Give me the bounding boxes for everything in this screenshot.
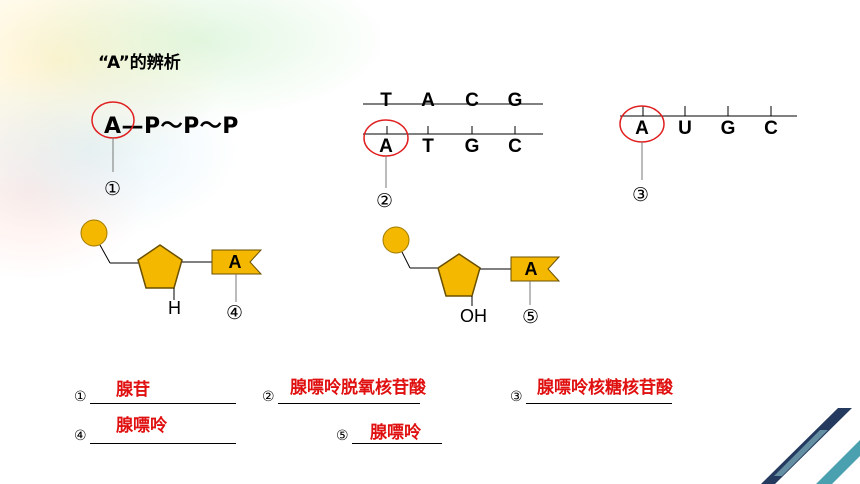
dna-bottom-base: A — [379, 136, 393, 157]
right-phosphate-bond — [401, 251, 411, 269]
marker-3: ③ — [632, 184, 650, 206]
dna-bottom-base: C — [508, 136, 522, 157]
answer-4-line — [90, 443, 236, 444]
answer-5-text: 腺嘌呤 — [370, 423, 421, 443]
dna-bottom-base: T — [422, 136, 434, 157]
answer-5-line — [352, 443, 442, 444]
atp-formula: A—P～P～P — [104, 114, 239, 139]
left-sugar-group-label: H — [168, 298, 181, 318]
answer-2-line — [278, 403, 420, 404]
question-2-number: ② — [262, 389, 275, 405]
rna-base: G — [720, 118, 736, 139]
decor-stripe-light — [774, 430, 828, 476]
marker-4: ④ — [226, 302, 244, 324]
dna-bottom-base: G — [464, 136, 480, 157]
answer-1-line — [90, 403, 236, 404]
answer-3-line — [526, 403, 672, 404]
left-base-shape — [211, 249, 263, 275]
answer-4-text: 腺嘌呤 — [116, 416, 167, 436]
left-phosphate-circle — [80, 219, 108, 247]
left-base-label: A — [228, 252, 242, 272]
right-phosphate-circle — [382, 226, 410, 254]
dna-top-base: T — [380, 90, 392, 111]
right-base-shape — [510, 256, 561, 282]
question-1-number: ① — [74, 389, 87, 405]
dna-top-base: C — [465, 90, 479, 111]
left-phosphate-bond — [99, 244, 111, 264]
right-pentose-sugar — [437, 253, 481, 297]
rna-base: U — [678, 118, 692, 139]
answer-3-text: 腺嘌呤核糖核苷酸 — [537, 378, 673, 398]
answer-1-text: 腺苷 — [116, 380, 150, 400]
right-sugar-group-label: OH — [460, 306, 487, 326]
left-pentose-sugar — [137, 244, 183, 289]
decor-stripe-teal — [816, 440, 860, 484]
marker-2: ② — [376, 190, 394, 212]
marker-1: ① — [104, 178, 122, 200]
rna-base: A — [635, 118, 649, 139]
question-4-number: ④ — [74, 428, 87, 444]
page-title: “A”的辨析 — [98, 53, 181, 73]
atp-adenosine-circle — [91, 101, 135, 139]
right-base-label: A — [524, 259, 538, 279]
dna-top-base: A — [421, 90, 435, 111]
marker-5: ⑤ — [522, 306, 540, 328]
bg-glow-blue — [0, 60, 240, 240]
question-3-number: ③ — [510, 389, 523, 405]
dna-top-base: G — [507, 90, 523, 111]
answer-2-text: 腺嘌呤脱氧核苷酸 — [290, 378, 426, 398]
rna-base: C — [764, 118, 778, 139]
question-5-number: ⑤ — [336, 428, 349, 444]
